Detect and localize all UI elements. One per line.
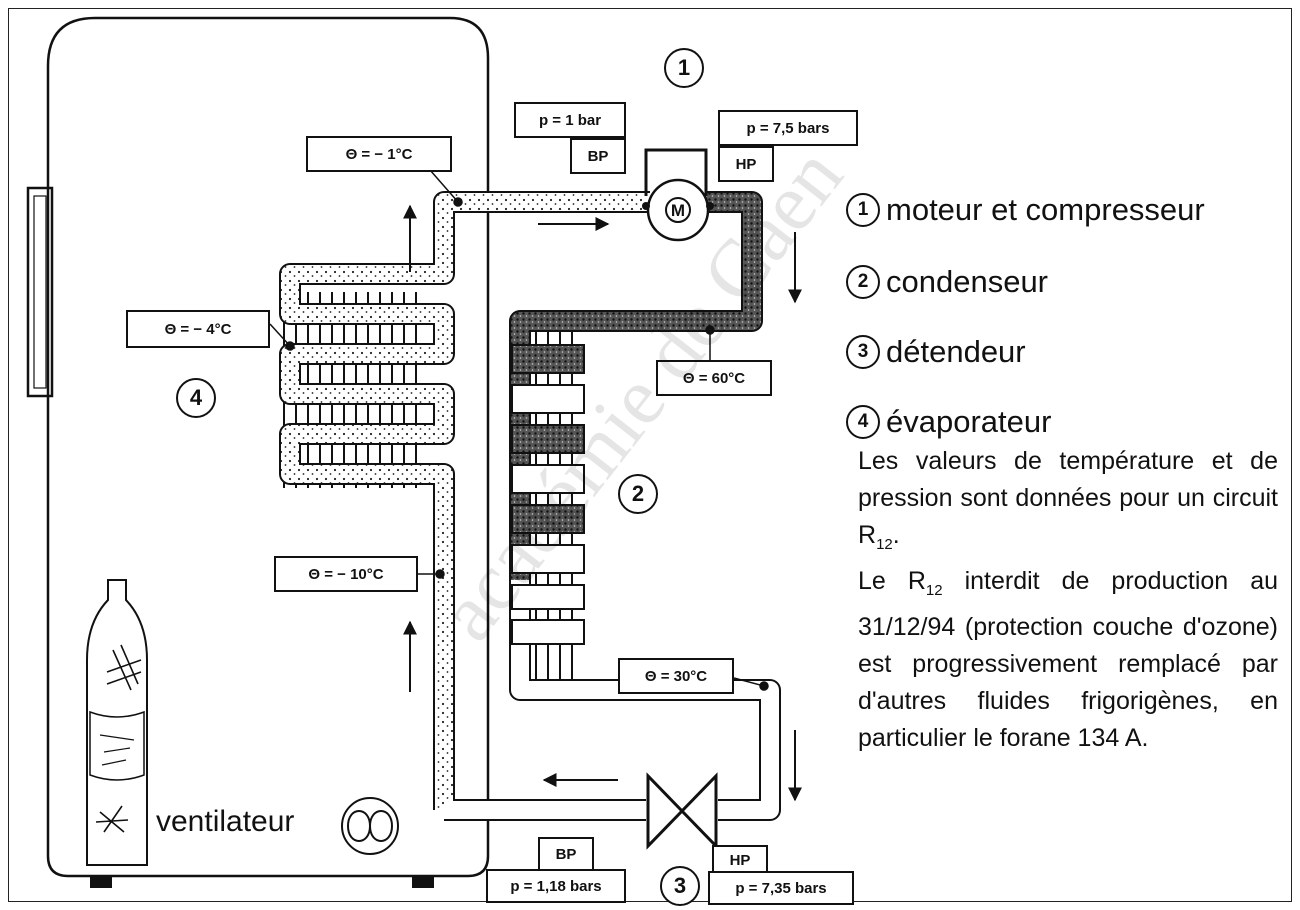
temp-label-30: Θ = 30°C [618, 658, 734, 694]
fan-label: ventilateur [156, 805, 295, 838]
temp-label-minus4: Θ = − 4°C [126, 310, 270, 348]
bottle-icon [86, 579, 148, 866]
refrigerant-tubing [279, 191, 781, 821]
component-number-1: 1 [664, 48, 704, 88]
component-number-3: 3 [660, 866, 700, 906]
note-paragraph-2: Le R12 interdit de production au 31/12/9… [858, 567, 1278, 752]
component-number-4: 4 [176, 378, 216, 418]
leader-lines [269, 169, 769, 691]
legend-item-1: 1 moteur et compresseur [846, 192, 1205, 228]
condenser-coil [511, 344, 585, 645]
legend-number-2: 2 [846, 265, 880, 299]
note-text: Les valeurs de température et de pressio… [858, 443, 1278, 757]
compressor-motor [642, 148, 714, 242]
note-paragraph-1: Les valeurs de température et de pressio… [858, 447, 1278, 553]
legend-item-2: 2 condenseur [846, 264, 1048, 300]
door-handle [26, 186, 54, 398]
pressure-label-hp-top: p = 7,5 bars [718, 110, 858, 146]
legend-number-1: 1 [846, 193, 880, 227]
flow-arrows [403, 204, 802, 802]
pressure-label-bp-top: p = 1 bar [514, 102, 626, 138]
legend-number-3: 3 [846, 335, 880, 369]
legend-label-1: moteur et compresseur [886, 192, 1205, 227]
pressure-label-bp-bottom: p = 1,18 bars [486, 869, 626, 903]
refrigerator-cabinet [26, 16, 490, 888]
cabinet-foot [90, 876, 112, 888]
legend-label-3: détendeur [886, 334, 1026, 369]
expansion-valve [646, 772, 718, 850]
pressure-label-hp-bottom: p = 7,35 bars [708, 871, 854, 905]
bp-label-top: BP [570, 138, 626, 174]
temp-label-60: Θ = 60°C [656, 360, 772, 396]
legend-label-2: condenseur [886, 264, 1049, 299]
hp-label-top: HP [718, 146, 774, 182]
fan-icon [341, 797, 399, 855]
component-number-2: 2 [618, 474, 658, 514]
legend-label-4: évaporateur [886, 404, 1052, 439]
figure-frame [8, 8, 1292, 902]
motor-symbol: M [670, 201, 686, 220]
legend-number-4: 4 [846, 405, 880, 439]
cabinet-foot [412, 876, 434, 888]
legend-item-3: 3 détendeur [846, 334, 1026, 370]
temp-label-minus1: Θ = − 1°C [306, 136, 452, 172]
legend-item-4: 4 évaporateur [846, 404, 1051, 440]
bp-label-bottom: BP [538, 837, 594, 871]
temp-label-minus10: Θ = − 10°C [274, 556, 418, 592]
